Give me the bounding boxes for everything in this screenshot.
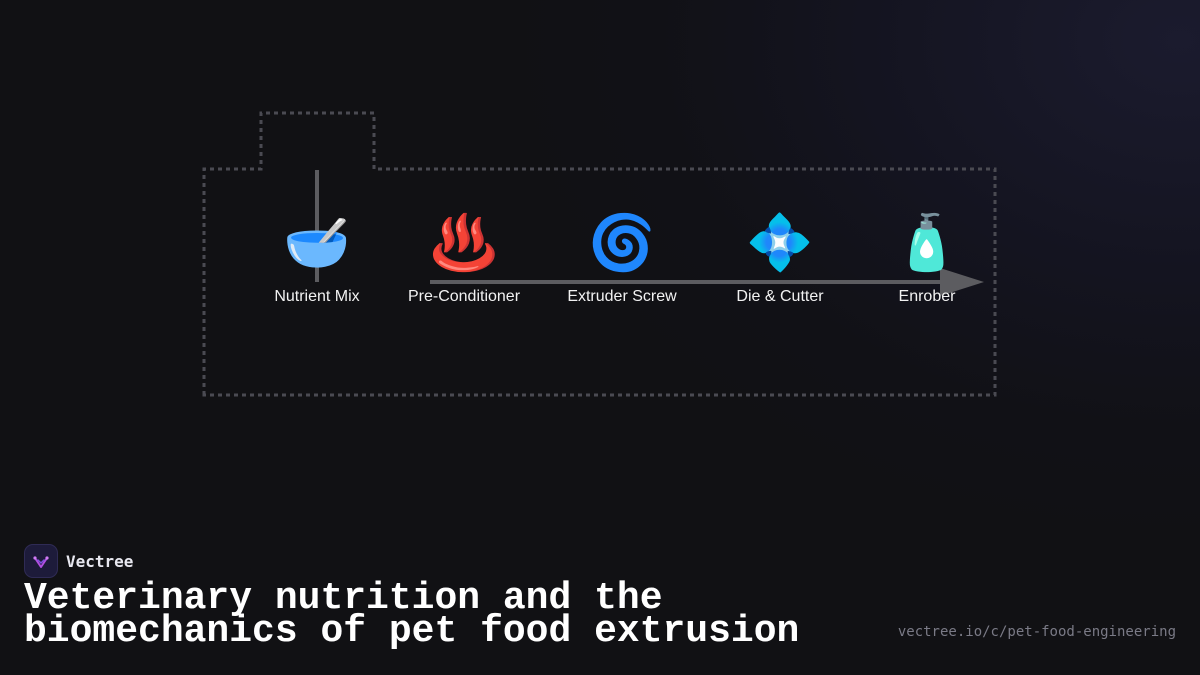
step-label: Nutrient Mix <box>274 288 360 305</box>
step-pre-conditioner: ♨️ Pre-Conditioner <box>389 210 539 306</box>
hot-springs-icon: ♨️ <box>430 211 498 274</box>
process-boundary <box>202 111 997 397</box>
cyclone-icon: 🌀 <box>588 211 656 274</box>
step-die-and-cutter: 💠 Die & Cutter <box>705 210 855 306</box>
source-url[interactable]: vectree.io/c/pet-food-engineering <box>897 624 1176 640</box>
step-label: Die & Cutter <box>736 288 824 305</box>
step-label: Pre-Conditioner <box>407 288 521 305</box>
diamond-with-dot-icon: 💠 <box>746 211 814 274</box>
brand-name: Vectree <box>66 551 134 571</box>
step-label: Enrober <box>898 288 956 305</box>
brand[interactable]: Vectree <box>24 544 133 578</box>
bowl-with-spoon-icon: 🥣 <box>283 211 351 274</box>
step-nutrient-mix: 🥣 Nutrient Mix <box>242 210 392 306</box>
step-label: Extruder Screw <box>567 288 677 305</box>
flow-arrow-head <box>940 268 984 296</box>
page-title: Veterinary nutrition and the biomechanic… <box>24 577 800 653</box>
lotion-bottle-icon: 🧴 <box>893 211 961 274</box>
vectree-logo-icon <box>24 544 58 578</box>
step-extruder-screw: 🌀 Extruder Screw <box>547 210 697 306</box>
step-enrober: 🧴 Enrober <box>852 210 1002 306</box>
